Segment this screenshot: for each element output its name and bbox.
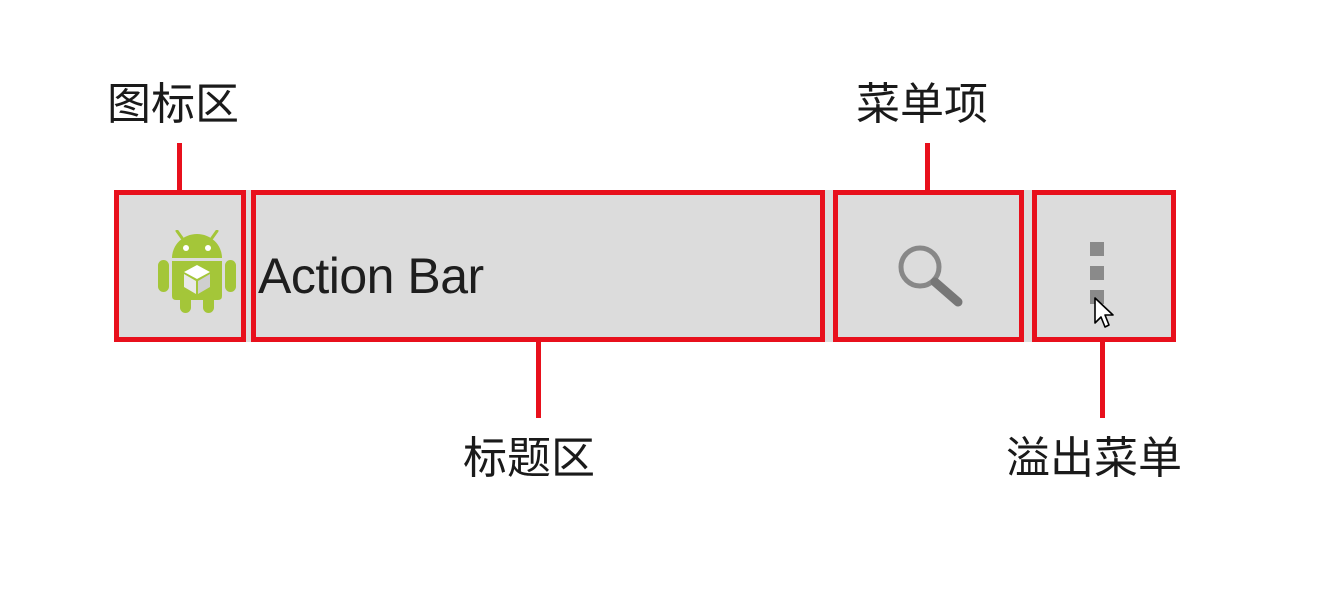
overflow-menu-leader-line: [1100, 342, 1105, 418]
action-bar-title: Action Bar: [258, 248, 484, 304]
mouse-cursor-icon: [1094, 297, 1114, 328]
title-area-label: 标题区: [463, 433, 595, 484]
overflow-dots-icon[interactable]: [1090, 242, 1104, 304]
title-area-leader-line: [536, 342, 541, 418]
title-area-box: [251, 190, 825, 342]
icon-area-leader-line: [177, 143, 182, 190]
search-icon[interactable]: [892, 240, 970, 310]
menu-item-box[interactable]: [833, 190, 1024, 342]
android-icon[interactable]: [158, 230, 236, 314]
menu-item-leader-line: [925, 143, 930, 190]
menu-item-label: 菜单项: [856, 79, 988, 130]
overflow-menu-label: 溢出菜单: [1006, 433, 1182, 484]
icon-area-label: 图标区: [107, 79, 239, 130]
